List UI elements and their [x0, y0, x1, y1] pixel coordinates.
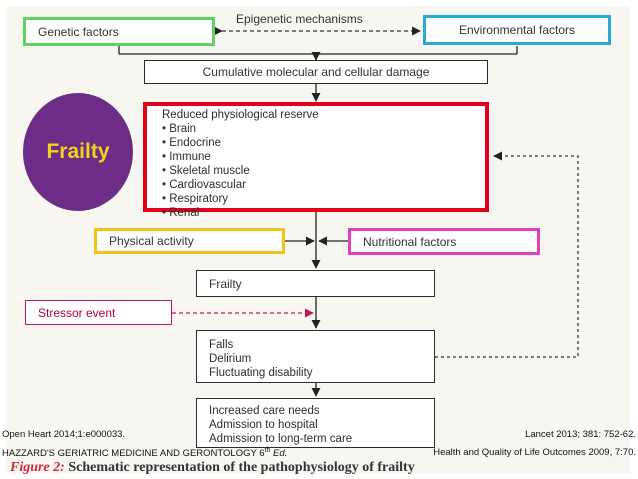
stressor-event-box: Stressor event — [25, 300, 172, 325]
environmental-factors-label: Environmental factors — [458, 23, 576, 37]
outcome-item: Fluctuating disability — [209, 367, 313, 379]
outcomes-box: Falls Delirium Fluctuating disability — [196, 330, 435, 383]
care-outcome-item: Admission to hospital — [209, 419, 318, 431]
frailty-badge-label: Frailty — [46, 140, 110, 163]
environmental-factors-box: Environmental factors — [423, 15, 611, 45]
reserve-item: • Brain — [162, 123, 197, 135]
care-outcome-item: Increased care needs — [209, 405, 320, 417]
reserve-item: • Cardiovascular — [162, 179, 246, 191]
reference-left-2-end: Ed. — [270, 448, 288, 460]
reference-right-1: Lancet 2013; 381: 752-62. — [525, 429, 636, 440]
care-outcomes-box: Increased care needs Admission to hospit… — [196, 398, 435, 448]
figure-caption: Figure 2: Schematic representation of th… — [10, 460, 415, 476]
figure-caption-label: Figure 2: — [10, 460, 65, 475]
genetic-factors-box: Genetic factors — [23, 17, 215, 46]
reference-left-2-main: HAZZARD'S GERIATRIC MEDICINE AND GERONTO… — [2, 448, 265, 460]
reference-left-2: HAZZARD'S GERIATRIC MEDICINE AND GERONTO… — [2, 447, 287, 459]
genetic-factors-label: Genetic factors — [38, 24, 119, 39]
figure-caption-text: Schematic representation of the pathophy… — [64, 460, 415, 475]
cumulative-damage-label: Cumulative molecular and cellular damage — [202, 65, 430, 79]
feedback-arrow — [435, 151, 579, 358]
nutritional-factors-label: Nutritional factors — [363, 234, 457, 249]
cumulative-damage-box: Cumulative molecular and cellular damage — [144, 60, 488, 84]
reserve-item: • Respiratory — [162, 193, 229, 205]
care-outcomes-list: Increased care needs Admission to hospit… — [209, 404, 434, 446]
physiological-reserve-box: Reduced physiological reserve • Brain • … — [143, 102, 489, 219]
frailty-box-label: Frailty — [209, 276, 242, 291]
outcomes-list: Falls Delirium Fluctuating disability — [209, 338, 434, 380]
frailty-box: Frailty — [196, 270, 435, 297]
reserve-item: • Endocrine — [162, 137, 222, 149]
care-outcome-item: Admission to long-term care — [209, 433, 353, 445]
stressor-event-label: Stressor event — [38, 305, 116, 320]
reference-right-2: Health and Quality of Life Outcomes 2009… — [433, 447, 636, 458]
frailty-badge: Frailty — [23, 93, 133, 211]
outcome-item: Delirium — [209, 353, 252, 365]
reference-left-1: Open Heart 2014;1:e000033. — [2, 429, 126, 440]
reserve-title: Reduced physiological reserve — [162, 109, 319, 121]
reserve-item: • Skeletal muscle — [162, 165, 250, 177]
reserve-item: • Renal — [162, 207, 200, 219]
reference-left-2-sup: th — [264, 447, 271, 454]
physical-activity-label: Physical activity — [109, 234, 194, 248]
nutritional-factors-box: Nutritional factors — [348, 228, 540, 255]
physical-activity-box: Physical activity — [94, 228, 285, 254]
epigenetic-label: Epigenetic mechanisms — [234, 12, 365, 26]
reserve-item: • Immune — [162, 151, 211, 163]
reserve-list: • Brain • Endocrine • Immune • Skeletal … — [162, 122, 485, 220]
outcome-item: Falls — [209, 339, 234, 351]
